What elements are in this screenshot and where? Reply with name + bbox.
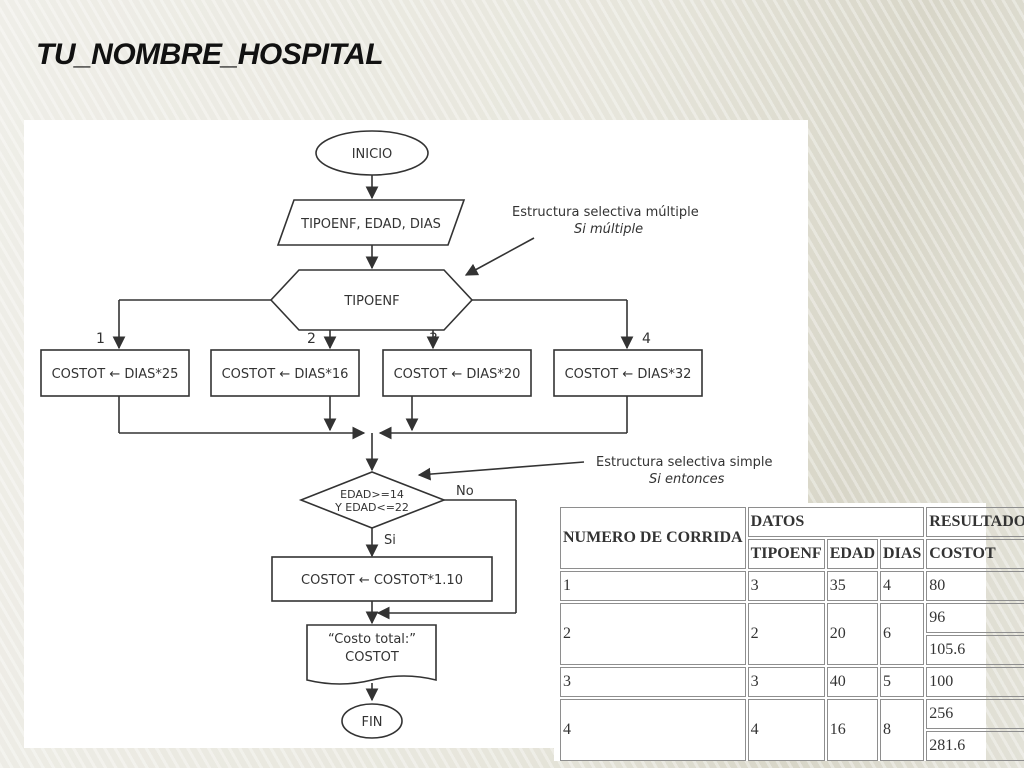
branch-label-4: 4 [642, 331, 651, 347]
input-label: TIPOENF, EDAD, DIAS [300, 217, 441, 232]
header-run: NUMERO DE CORRIDA [560, 507, 746, 569]
cell-edad: 40 [826, 667, 879, 697]
output-line2: COSTOT [345, 650, 399, 665]
process-branch-2 [210, 349, 360, 397]
results-table: NUMERO DE CORRIDA DATOS RESULTADOS TIPOE… [558, 505, 1024, 763]
table-row: 3 3 40 5 100 [560, 667, 1024, 697]
header-datos: DATOS [747, 507, 925, 537]
table-row: 105.6 [560, 635, 1024, 665]
flowchart-panel: INICIO TIPOENF, EDAD, DIAS TIPOENF Estru… [24, 120, 808, 748]
header-edad: EDAD [826, 539, 879, 569]
no-label: No [456, 484, 474, 499]
cell-tipoenf: 3 [747, 571, 825, 601]
table-row: 1 3 35 4 80 [560, 571, 1024, 601]
yes-label: Si [384, 533, 396, 548]
decision-simple-line2: Y EDAD<=22 [334, 501, 409, 514]
header-costot: COSTOT [926, 539, 1024, 569]
cell-costot: 281.6 [926, 731, 1024, 761]
process-adjust-label: COSTOT ← COSTOT*1.10 [301, 573, 463, 588]
cell-edad: 20 [826, 603, 879, 665]
table-row: 4 4 16 8 256 [560, 699, 1024, 761]
cell-run: 1 [560, 571, 746, 601]
table-row: 281.6 [560, 731, 1024, 761]
cell-run: 3 [560, 667, 746, 697]
end-terminal [341, 703, 403, 739]
branch-label-2: 2 [307, 331, 316, 347]
cell-tipoenf: 4 [747, 699, 825, 761]
cell-costot: 100 [926, 667, 1024, 697]
table-subheader-row: TIPOENF EDAD DIAS COSTOT [560, 539, 1024, 569]
output-document [306, 624, 437, 685]
branch-label-3: 3 [429, 331, 438, 347]
cell-costot: 96 [926, 603, 1024, 633]
decision-simple-line1: EDAD>=14 [340, 488, 404, 501]
input-parallelogram [276, 199, 466, 246]
annotation-multiple-line2: Si múltiple [574, 222, 643, 237]
cell-dias: 6 [880, 603, 925, 665]
header-tipoenf: TIPOENF [747, 539, 825, 569]
process-label-3: COSTOT ← DIAS*20 [394, 367, 521, 382]
annotation-multiple-line1: Estructura selectiva múltiple [512, 205, 699, 220]
branch-label-1: 1 [96, 331, 105, 347]
process-label-1: COSTOT ← DIAS*25 [52, 367, 179, 382]
annotation-simple-line1: Estructura selectiva simple [596, 455, 773, 470]
start-label: INICIO [352, 147, 393, 162]
cell-run: 4 [560, 699, 746, 761]
annotation-simple-line2: Si entonces [649, 472, 725, 487]
cell-costot: 256 [926, 699, 1024, 729]
process-label-2: COSTOT ← DIAS*16 [222, 367, 349, 382]
decision-multiple-label: TIPOENF [343, 294, 399, 309]
cell-dias: 8 [880, 699, 925, 761]
output-line1: “Costo total:” [328, 632, 416, 647]
cell-dias: 4 [880, 571, 925, 601]
cell-edad: 16 [826, 699, 879, 761]
process-adjust [271, 556, 493, 602]
process-branch-1 [40, 349, 190, 397]
header-dias: DIAS [880, 539, 925, 569]
results-table-panel: NUMERO DE CORRIDA DATOS RESULTADOS TIPOE… [554, 503, 1024, 761]
cell-costot: 105.6 [926, 635, 1024, 665]
cell-edad: 35 [826, 571, 879, 601]
cell-costot: 80 [926, 571, 1024, 601]
flowchart-diagram: INICIO TIPOENF, EDAD, DIAS TIPOENF Estru… [40, 130, 773, 739]
cell-run: 2 [560, 603, 746, 665]
process-label-4: COSTOT ← DIAS*32 [565, 367, 692, 382]
cell-dias: 5 [880, 667, 925, 697]
process-branch-3 [382, 349, 532, 397]
header-resultados: RESULTADOS [926, 507, 1024, 537]
table-row: 2 2 20 6 96 [560, 603, 1024, 665]
cell-tipoenf: 3 [747, 667, 825, 697]
end-label: FIN [361, 715, 382, 730]
cell-tipoenf: 2 [747, 603, 825, 665]
slide-title: TU_NOMBRE_HOSPITAL [36, 38, 384, 71]
process-branch-4 [553, 349, 703, 397]
table-header-row: NUMERO DE CORRIDA DATOS RESULTADOS [560, 507, 1024, 569]
